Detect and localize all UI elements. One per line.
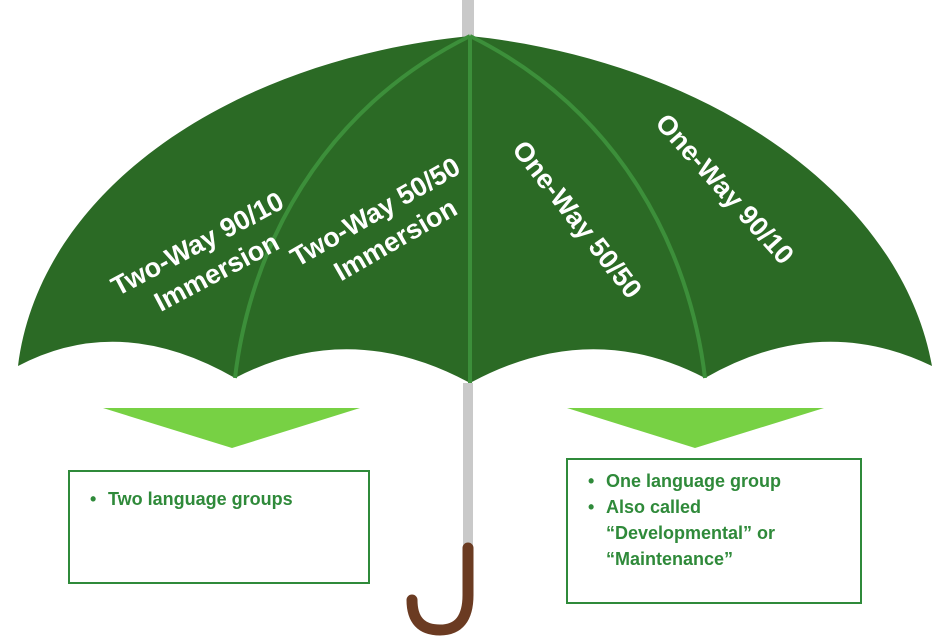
two-way-bullet: • Two language groups: [82, 486, 356, 512]
one-way-bullet-text-1: One language group: [606, 471, 782, 491]
one-way-bullet-text-2: Also called “Developmental” or “Maintena…: [606, 497, 776, 569]
umbrella-shaft: [463, 383, 473, 553]
bullet-icon: •: [588, 471, 595, 491]
umbrella-canopy: [18, 36, 932, 383]
canopy-rib-1: [233, 34, 471, 379]
bullet-icon: •: [588, 497, 595, 517]
umbrella-tip: [462, 0, 474, 40]
canopy-rib-3: [469, 34, 707, 379]
umbrella-handle: [406, 542, 474, 636]
left-arrow: [103, 408, 360, 448]
one-way-bullet-list: • One language group • Also called “Develo…: [580, 468, 848, 572]
one-way-bullet: • One language group: [580, 468, 848, 494]
two-way-bullet-text: Two language groups: [108, 489, 293, 509]
right-arrow: [567, 408, 824, 448]
bullet-icon: •: [90, 489, 97, 509]
two-way-bullet-list: • Two language groups: [82, 486, 356, 512]
one-way-info-box: • One language group • Also called “Develo…: [566, 458, 862, 604]
one-way-bullet: • Also called “Developmental” or “Mainten…: [580, 494, 848, 572]
two-way-info-box: • Two language groups: [68, 470, 370, 584]
